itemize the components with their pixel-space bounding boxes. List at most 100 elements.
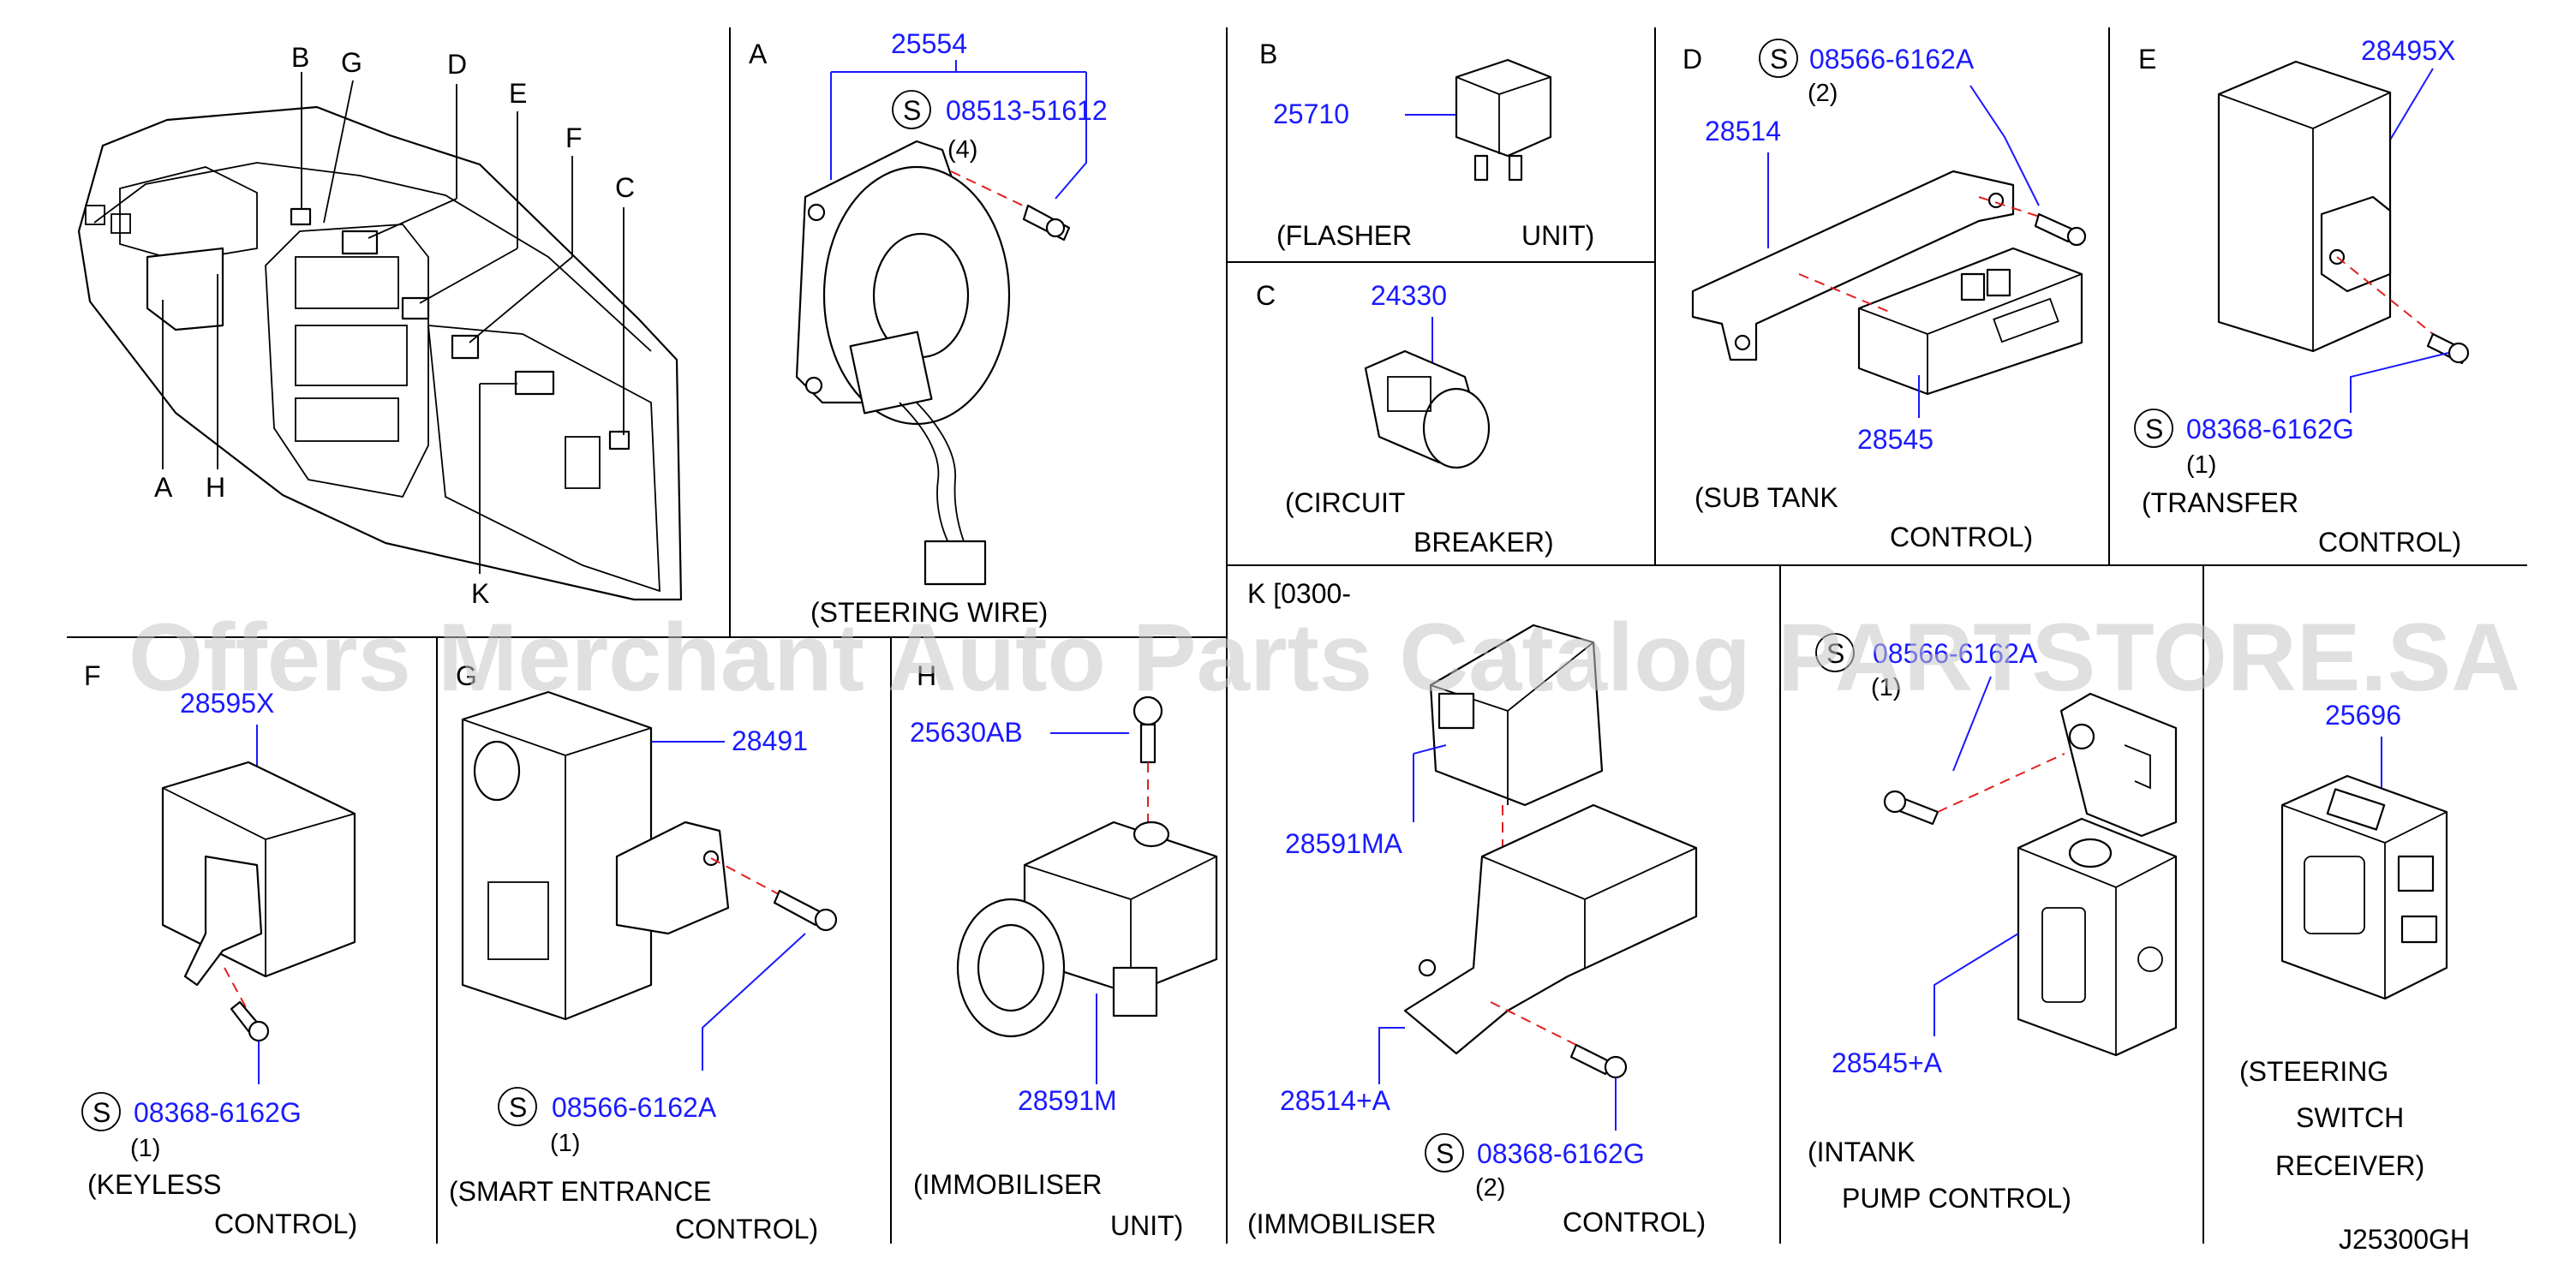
mark-B-part <box>290 207 312 226</box>
panel-steering-caption-2: SWITCH <box>2296 1102 2404 1133</box>
panel-k-leader-unit-a <box>1413 744 1447 755</box>
intank-bracket <box>2059 692 2178 838</box>
panel-k-screw-symbol: S <box>1436 1138 1454 1169</box>
panel-h-letter: H <box>917 660 936 691</box>
panel-h-immobiliser-unit: H 25630AB 28591M (IMMOBILISER UNIT) <box>910 660 1218 1241</box>
panel-e-dash <box>2336 256 2442 342</box>
mark-D-part <box>341 230 379 255</box>
panel-f-screw-head <box>248 1020 270 1042</box>
panel-k-leader-bracket <box>1378 1027 1405 1084</box>
subtank-bracket <box>1691 170 2015 361</box>
console-vent <box>295 256 399 309</box>
immobiliser-control-clip <box>1437 692 1475 730</box>
plate-hole-2 <box>804 376 823 395</box>
receiver-window <box>2304 856 2365 934</box>
panel-grid <box>67 27 2527 1244</box>
panel-k-qty: (2) <box>1475 1174 1505 1202</box>
flasher-edges <box>1455 76 1551 154</box>
panel-a-part-top: 25554 <box>891 28 967 59</box>
panel-c-caption-1: (CIRCUIT <box>1285 487 1405 518</box>
panel-a-letter: A <box>749 39 768 69</box>
receiver-connector-2 <box>2400 915 2438 944</box>
panel-f-screw-part: 08368-6162G <box>134 1097 302 1128</box>
subtank-bracket-hole <box>1734 334 1751 351</box>
panel-a-qty: (4) <box>947 136 977 164</box>
panel-k-part-unit: 28591MA <box>1285 828 1403 859</box>
panel-intank-caption-2: PUMP CONTROL) <box>1842 1183 2071 1214</box>
panel-a-leader-bracket <box>830 71 1087 200</box>
instrument-cluster <box>119 166 258 262</box>
panel-e-qty: (1) <box>2186 451 2216 479</box>
panel-e-screw-head <box>2447 342 2470 364</box>
panel-e-leader-screw <box>2350 352 2449 413</box>
immobiliser-connector <box>1112 966 1158 1017</box>
leader-E <box>419 248 518 304</box>
steering-hub <box>146 247 224 331</box>
immobiliser-mount-hole <box>1133 820 1170 848</box>
flasher-pin-1 <box>1473 154 1489 182</box>
panel-f-screw-symbol: S <box>93 1097 111 1128</box>
panel-d-screw-symbol-circle <box>1759 39 1798 78</box>
panel-g-qty: (1) <box>550 1130 580 1157</box>
panel-d-screw-head <box>2066 226 2087 247</box>
leader-F <box>469 256 573 343</box>
dashboard-overview: B G D E F C A H K <box>77 42 683 609</box>
panel-g-smart-entrance-control: G 28491 S 08566-6162A (1) (SMART ENTRANC… <box>449 660 838 1244</box>
dashboard-upper-edge <box>93 162 652 352</box>
subtank-bracket-hole-2 <box>1987 192 2005 209</box>
panel-g-screw-symbol-circle <box>498 1087 537 1126</box>
panel-d-sub-tank-control: D S 08566-6162A (2) 28514 28545 (SUB TAN… <box>1682 39 2087 552</box>
center-console <box>265 224 429 498</box>
panel-steering-caption-3: RECEIVER) <box>2275 1150 2424 1181</box>
subtank-connector-2 <box>1986 268 2011 297</box>
intank-bracket-hole <box>2068 723 2095 750</box>
panel-intank-pump-control: S 08566-6162A (1) 28545+A (INTANK PUMP C… <box>1808 633 2178 1214</box>
panel-g-part: 28491 <box>732 725 808 756</box>
panel-b-caption-2: UNIT) <box>1521 220 1594 251</box>
left-vent-2 <box>111 213 131 234</box>
panel-c-letter: C <box>1256 280 1276 311</box>
panel-g-screw <box>773 889 824 927</box>
panel-f-qty: (1) <box>130 1135 160 1162</box>
panel-h-caption-1: (IMMOBILISER <box>913 1169 1102 1200</box>
smart-entrance-label <box>487 881 549 960</box>
panel-intank-leader-unit <box>1933 933 2019 1036</box>
intank-bracket-slot <box>2124 744 2151 790</box>
watermark: Offers Merchant Auto Parts Catalog PARTS… <box>129 604 2520 711</box>
panel-intank-dash <box>1937 753 2065 813</box>
panel-g-caption-2: CONTROL) <box>675 1214 818 1244</box>
panel-e-screw-symbol: S <box>2145 414 2163 445</box>
panel-intank-screw-symbol: S <box>1826 638 1844 669</box>
panel-a-screw-head <box>1045 218 1066 238</box>
overview-letter-F: F <box>565 122 583 153</box>
panel-g-leader-screw <box>702 933 806 1071</box>
receiver-top-clip <box>2326 788 2386 831</box>
leader-G <box>323 80 354 224</box>
dashboard-outline <box>77 105 683 601</box>
left-vent-1 <box>85 205 105 225</box>
transfer-unit-edges <box>2218 92 2391 351</box>
panel-e-screw-symbol-circle <box>2134 409 2173 448</box>
panel-a-screw-symbol-circle <box>892 90 931 129</box>
panel-g-caption-1: (SMART ENTRANCE <box>449 1176 711 1207</box>
keyless-bracket <box>183 855 263 987</box>
transfer-bracket <box>2320 195 2392 293</box>
panel-d-screw <box>2034 212 2075 243</box>
panel-h-part-screw: 25630AB <box>910 717 1023 748</box>
receiver-unit-edges <box>2281 804 2447 999</box>
panel-e-screw-part: 08368-6162G <box>2186 414 2354 445</box>
panel-a-caption: (STEERING WIRE) <box>810 597 1048 628</box>
panel-k-caption-1: (IMMOBILISER <box>1247 1208 1436 1239</box>
clock-spring-harness <box>899 402 952 549</box>
intank-unit <box>2017 817 2178 1057</box>
panel-k-immobiliser-control: K [0300- 28591MA 28514+A S 08368-6162G (… <box>1247 578 1706 1239</box>
panel-e-part: 28495X <box>2361 35 2455 66</box>
keyless-unit <box>161 761 356 978</box>
intank-unit-window <box>2041 907 2086 1003</box>
console-audio <box>295 325 408 386</box>
smart-entrance-edges <box>462 719 652 1019</box>
overview-letter-H: H <box>206 472 225 503</box>
keyless-unit-edges <box>162 787 356 976</box>
panel-f-keyless-control: F 28595X S 08368-6162G (1) (KEYLESS CONT… <box>81 660 357 1239</box>
panel-c-part: 24330 <box>1371 280 1447 311</box>
